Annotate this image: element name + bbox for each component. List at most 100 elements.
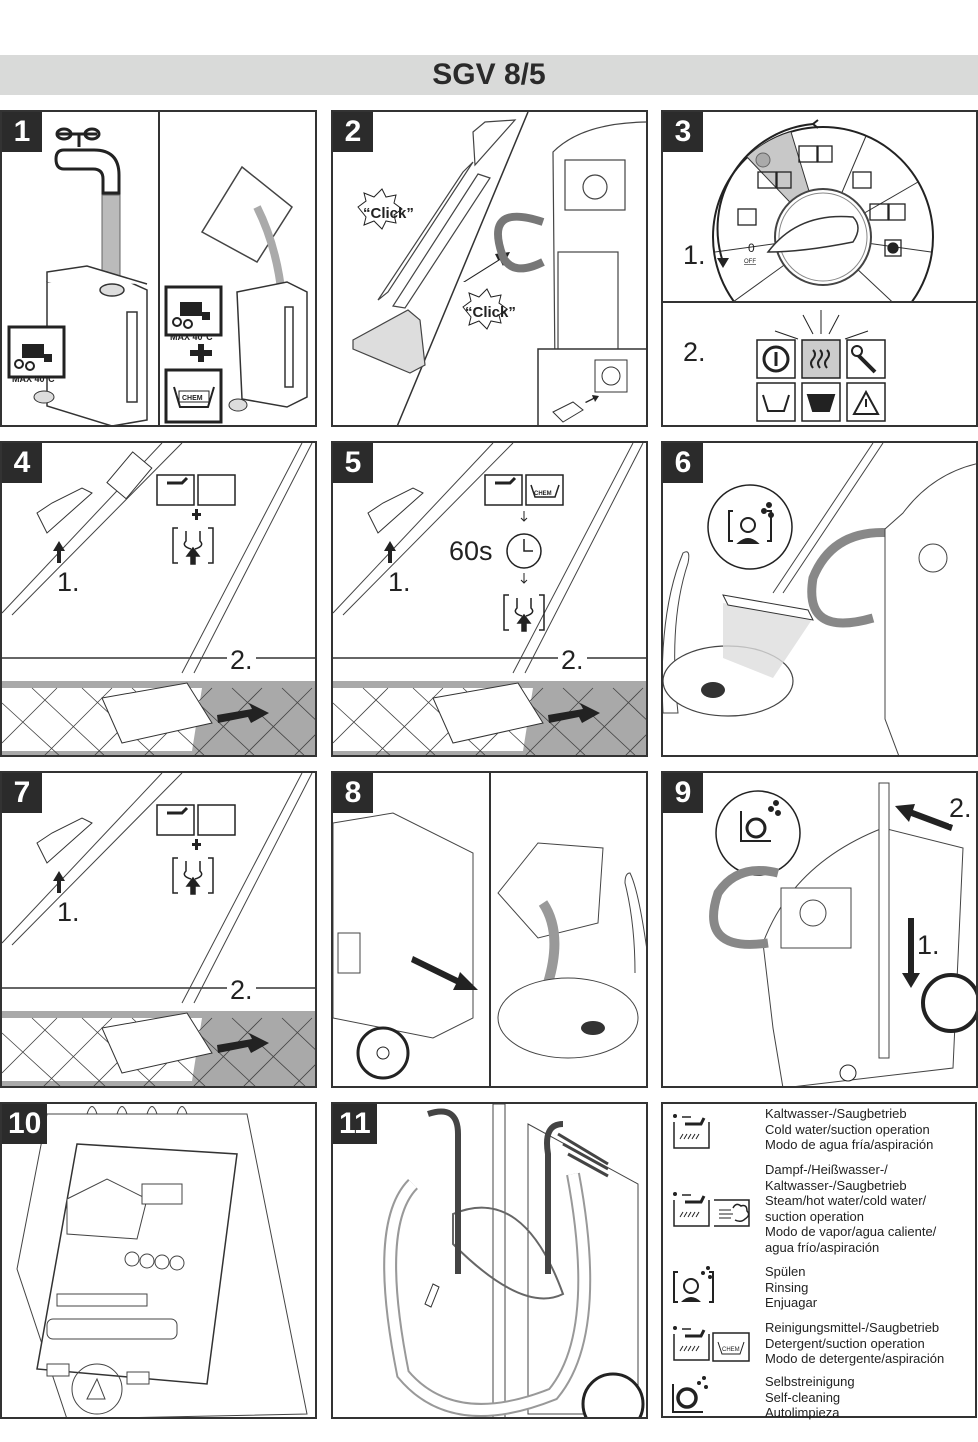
rinsing-icon bbox=[728, 502, 774, 544]
step-5-illustration: CHEM bbox=[333, 443, 646, 755]
hose bbox=[2, 773, 183, 946]
wheel bbox=[921, 973, 976, 1033]
step-10-illustration bbox=[16, 1106, 308, 1417]
step-label-2: 2. bbox=[558, 645, 587, 676]
legend-text-de: Spülen bbox=[765, 1264, 806, 1279]
detergent-suction-icon: CHEM bbox=[673, 1326, 750, 1362]
step-2-panel: 2 “Click” “Click” bbox=[331, 110, 648, 427]
legend-text-de: Selbstreinigung bbox=[765, 1374, 855, 1389]
arrow-up-icon bbox=[53, 871, 65, 893]
arrow-right-icon bbox=[548, 703, 600, 723]
svg-text:CHEM: CHEM bbox=[722, 1347, 740, 1353]
step-number: 9 bbox=[663, 773, 703, 813]
chem-label: CHEM bbox=[534, 491, 552, 497]
step-number: 1 bbox=[2, 112, 42, 152]
floor-nozzle bbox=[432, 682, 544, 744]
click-label: “Click” bbox=[363, 205, 414, 222]
plug-icon bbox=[424, 1283, 440, 1308]
click-burst bbox=[462, 288, 508, 330]
step-number: 3 bbox=[663, 112, 703, 152]
click-label: “Click” bbox=[465, 304, 516, 321]
step-3-panel: 3 0 OFF bbox=[661, 110, 978, 427]
dial-zero-label: 0 bbox=[748, 241, 755, 255]
faucet-icon bbox=[54, 127, 121, 195]
legend-text-en: Self-cleaning bbox=[765, 1389, 841, 1405]
legend-text-es: Enjuagar bbox=[765, 1295, 818, 1310]
cleaner-machine bbox=[884, 463, 976, 755]
legend-text-de: Kaltwasser-/Saugbetrieb bbox=[765, 1177, 907, 1193]
rinsing-mode-badge bbox=[707, 484, 793, 570]
steam-suction-mode-icon bbox=[156, 804, 236, 836]
step-number: 6 bbox=[663, 443, 703, 483]
arrow-down-icon bbox=[902, 918, 920, 988]
wheel bbox=[581, 1372, 645, 1417]
toilet-bowl bbox=[497, 977, 639, 1059]
dirty-water-tank bbox=[497, 842, 604, 939]
flash-rays bbox=[774, 310, 869, 340]
step-number: 2 bbox=[333, 112, 373, 152]
carry-handle bbox=[46, 1318, 178, 1340]
mode-legend: Kaltwasser-/Saugbetrieb Cold water/sucti… bbox=[661, 1102, 977, 1420]
arrow-left-up-icon bbox=[895, 804, 953, 831]
step-1-illustration: MAX 40°C MAX 40°C CHEM bbox=[7, 112, 308, 425]
steam-hot-cold-water-suction-icon bbox=[673, 1192, 750, 1227]
trigger-suction-icon bbox=[172, 527, 214, 565]
step-6-illustration bbox=[663, 443, 976, 755]
wall-socket-icon bbox=[594, 359, 628, 393]
plus-icon bbox=[190, 344, 212, 362]
arrow-icon bbox=[463, 252, 510, 282]
step-9-panel: 9 2. 1. bbox=[661, 771, 978, 1088]
trigger-suction-icon bbox=[172, 857, 214, 895]
arrow-up-icon bbox=[384, 541, 396, 563]
step-number: 8 bbox=[333, 773, 373, 813]
step-7-panel: 7 1. 2. bbox=[0, 771, 317, 1088]
rotation-arrow-icon bbox=[716, 123, 814, 263]
handle bbox=[36, 487, 93, 534]
mode-selector-dial bbox=[712, 126, 934, 301]
step-label-1: 1. bbox=[917, 930, 940, 960]
heating-indicator-lit bbox=[801, 339, 841, 379]
step-label-1: 1. bbox=[388, 567, 411, 597]
arrow-right-icon bbox=[217, 703, 269, 723]
dial-off-label: OFF bbox=[744, 259, 756, 265]
hose bbox=[807, 528, 894, 628]
rinsing-icon bbox=[673, 1266, 714, 1303]
full-tank-icon bbox=[806, 394, 836, 412]
steam-suction-mode-icon bbox=[156, 474, 236, 506]
legend-text-es: Modo de agua fría/aspiración bbox=[765, 1137, 934, 1152]
plug-icon bbox=[552, 401, 584, 423]
cold-water-suction-icon bbox=[673, 1114, 710, 1149]
model-title: SGV 8/5 bbox=[432, 58, 546, 91]
chem-detergent-icon bbox=[164, 368, 223, 424]
legend-text-es: Modo de vapor/agua caliente/ bbox=[765, 1224, 937, 1239]
step-3-illustration: 0 OFF bbox=[663, 119, 976, 422]
legend-text-en: suction operation bbox=[765, 1208, 865, 1224]
mode-dial bbox=[71, 1363, 123, 1415]
hose bbox=[333, 443, 514, 616]
trigger-suction-icon bbox=[503, 594, 545, 632]
floor-nozzle bbox=[722, 594, 814, 621]
wait-time-label: 60s bbox=[449, 536, 493, 566]
step-label-1: 1. bbox=[57, 567, 80, 597]
detergent-suction-mode-icon bbox=[484, 474, 564, 506]
cleaner-machine bbox=[333, 812, 474, 1039]
self-cleaning-icon bbox=[740, 800, 781, 842]
arrow-up-icon bbox=[53, 541, 65, 563]
step-label-2: 2. bbox=[227, 975, 256, 1006]
legend-text-de: Kaltwasser-/Saugbetrieb bbox=[765, 1106, 907, 1121]
step-number: 10 bbox=[2, 1104, 48, 1144]
step-11-illustration bbox=[383, 1104, 645, 1417]
legend-text-de: Reinigungsmittel-/Saugbetrieb bbox=[765, 1320, 940, 1335]
down-arrow-icon bbox=[520, 511, 528, 522]
legend-text-es: Modo de detergente/aspiración bbox=[765, 1351, 945, 1366]
step-8-illustration bbox=[333, 773, 646, 1086]
legend-text-es: agua frío/aspiración bbox=[765, 1239, 880, 1255]
chem-label: CHEM bbox=[182, 395, 203, 402]
step-2-illustration bbox=[352, 112, 646, 425]
legend-text-en: Steam/hot water/cold water/ bbox=[765, 1193, 927, 1208]
step-label-1: 1. bbox=[57, 897, 80, 927]
click-burst bbox=[357, 188, 403, 230]
step-label-2: 2. bbox=[683, 337, 706, 367]
water-spray bbox=[723, 603, 813, 678]
max-temp-label: MAX 40°C bbox=[170, 332, 213, 342]
